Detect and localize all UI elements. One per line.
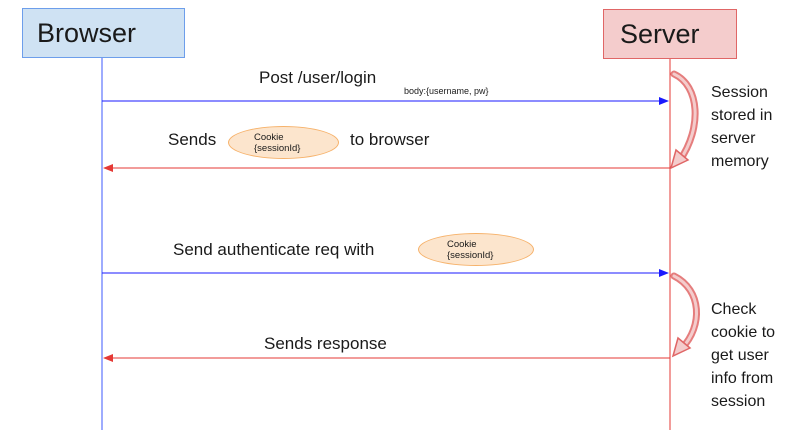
note-line: Check (711, 301, 757, 318)
final-response-label: Sends response (264, 334, 387, 353)
server-actor-label: Server (620, 18, 700, 49)
cookie-session-id: {sessionId} (447, 250, 494, 261)
note-line: stored in (711, 107, 773, 124)
browser-actor-label: Browser (37, 17, 137, 48)
server-actor-box: Server (603, 9, 737, 59)
note-line: cookie to (711, 324, 776, 341)
check-cookie-note: Check cookie to get user info from sessi… (711, 298, 775, 413)
cookie-response-label-after: to browser (350, 130, 430, 149)
cookie-title: Cookie (447, 239, 477, 250)
login-request-label: Post /user/login (259, 68, 377, 87)
cookie-session-id: {sessionId} (254, 143, 301, 154)
cookie-title: Cookie (254, 132, 284, 143)
check-cookie-curve-arrow (670, 272, 700, 358)
note-line: memory (711, 153, 769, 170)
note-line: info from (711, 370, 774, 387)
note-line: Session (711, 84, 768, 101)
session-stored-note: Session stored in server memory (711, 81, 772, 173)
note-line: get user (711, 347, 769, 364)
note-line: session (711, 393, 766, 410)
session-store-curve-arrow (669, 70, 699, 170)
auth-request-label: Send authenticate req with (173, 240, 375, 259)
cookie-response-label-before: Sends (168, 130, 217, 149)
browser-actor-box: Browser (22, 8, 185, 58)
auth-cookie-bubble: Cookie {sessionId} (418, 233, 534, 266)
note-line: server (711, 130, 756, 147)
login-request-body: body:{username, pw} (404, 86, 489, 96)
session-cookie-bubble: Cookie {sessionId} (228, 126, 339, 159)
